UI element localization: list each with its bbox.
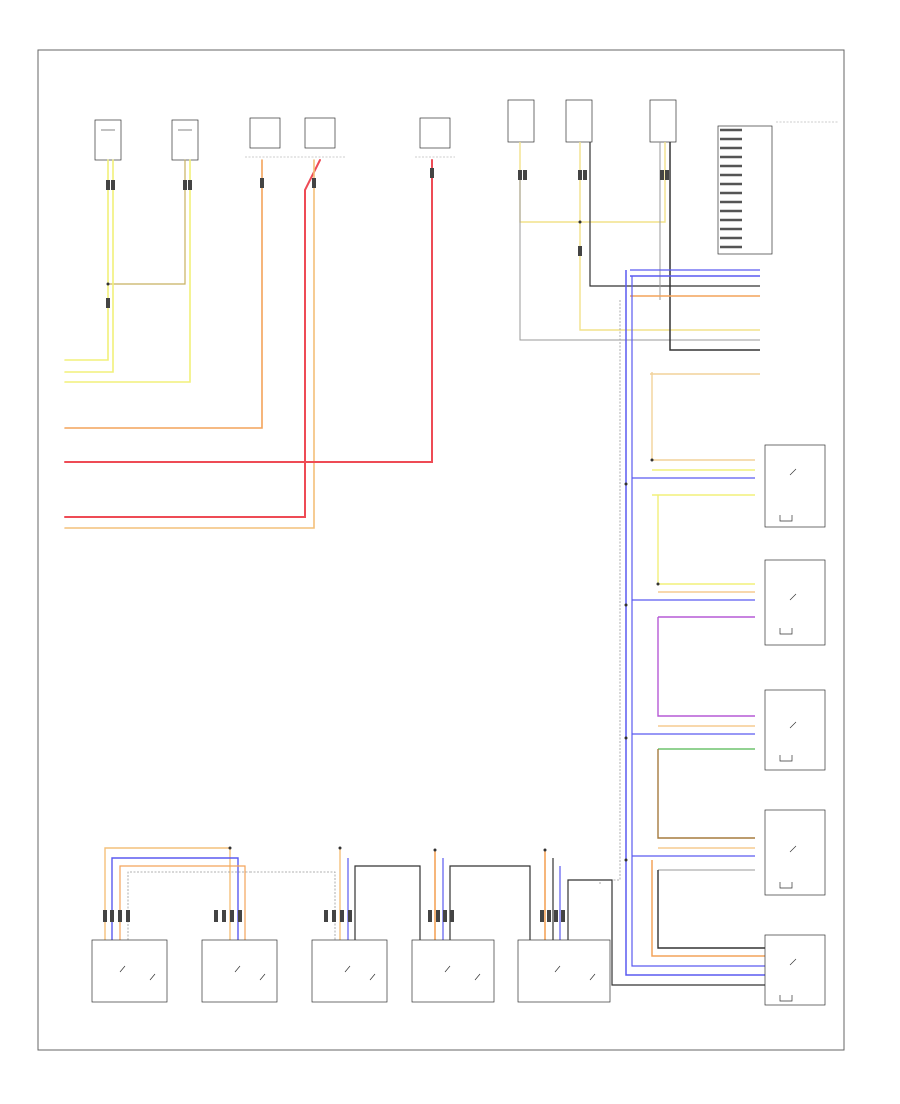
bottom-module-1	[91, 939, 168, 1003]
fuse-box-2	[304, 117, 336, 149]
sensor-right-2	[565, 99, 593, 143]
bottom-module-3	[311, 939, 388, 1003]
wires-right-vertical	[599, 270, 765, 976]
top-left-sensors	[94, 119, 199, 161]
sensor-left-1	[94, 119, 122, 161]
fuse-box-3	[419, 117, 451, 149]
sensor-left-2	[171, 119, 199, 161]
fuse-box-1	[249, 117, 281, 149]
wires-left	[64, 159, 433, 529]
connector-block-top-right	[717, 121, 838, 255]
bottom-module-4	[411, 939, 495, 1003]
bottom-module-5	[517, 939, 611, 1003]
sensor-right-1	[507, 99, 535, 143]
bottom-modules	[91, 939, 611, 1003]
diagram-frame	[37, 49, 845, 1051]
module-3	[764, 689, 826, 771]
connector-pins	[103, 168, 669, 922]
module-2	[764, 559, 826, 646]
splice-points	[106, 220, 660, 862]
module-4	[764, 809, 826, 896]
module-1	[764, 444, 826, 528]
sensor-right-3	[649, 99, 677, 143]
fuse-group-top	[245, 117, 455, 158]
connector-block	[717, 125, 773, 255]
wires-right-top	[519, 142, 760, 351]
top-right-sensors	[507, 99, 677, 143]
right-modules	[764, 444, 826, 1006]
bottom-module-2	[201, 939, 278, 1003]
module-5	[764, 934, 826, 1006]
